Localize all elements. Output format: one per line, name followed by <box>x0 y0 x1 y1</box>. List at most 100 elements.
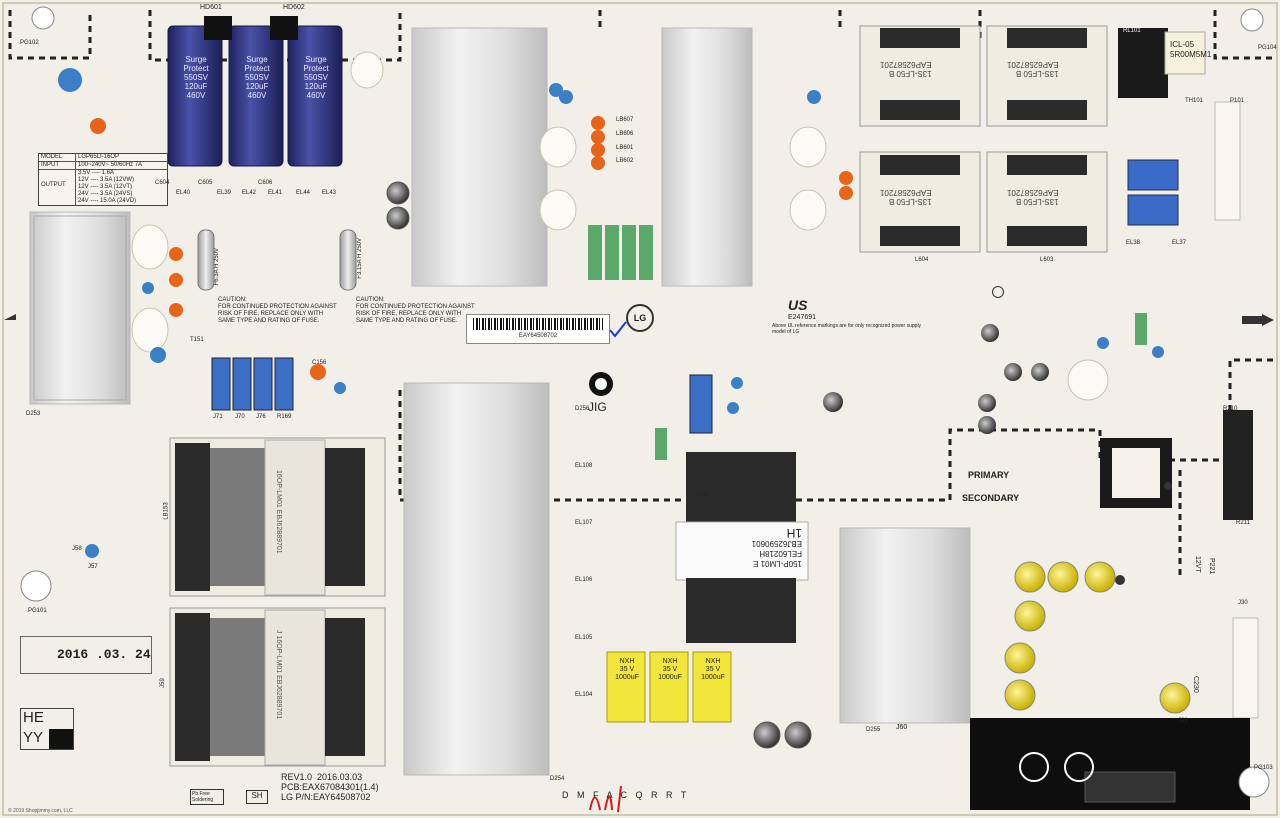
line-filters <box>859 25 1108 253</box>
ref-label: PG103 <box>1254 765 1273 771</box>
ref-label: LB606 <box>616 131 634 137</box>
y-capacitors <box>90 116 853 380</box>
output-line: 12V ---- 3.5A (12VT) <box>78 184 133 190</box>
ref-label: LB601 <box>616 145 634 151</box>
icl-thermistor <box>1164 31 1206 75</box>
x-capacitor <box>1127 194 1179 226</box>
output-label: OUTPUT <box>39 170 76 205</box>
jig-label: JIG <box>588 400 607 414</box>
ul-note: Above UL reference markings are for only… <box>772 323 922 335</box>
ref-label: P221 <box>1208 558 1215 575</box>
main-transformer <box>675 452 809 643</box>
ref-label: P101 <box>1230 98 1245 104</box>
sh-box: SH <box>246 790 268 804</box>
ref-label: PG104 <box>1258 45 1277 51</box>
heatsink <box>403 382 550 776</box>
ref-label: L604 <box>915 257 929 263</box>
barcode-label: EAY64508702 <box>466 314 610 344</box>
ref-label: J71 <box>213 414 223 420</box>
caution-right: CAUTION:FOR CONTINUED PROTECTION AGAINST… <box>356 297 475 324</box>
ref-label: EL39 <box>217 190 232 196</box>
ref-label: J59 <box>159 678 166 688</box>
ref-label: J60 <box>896 724 908 731</box>
lot-codes: D M F A C Q R R T <box>562 790 690 800</box>
x-capacitor <box>1127 159 1179 191</box>
ref-hd601: HD601 <box>200 4 222 11</box>
heatsink <box>411 27 548 287</box>
ref-label: PG101 <box>28 608 47 614</box>
isolation-line <box>1213 10 1275 60</box>
output-line: 24V ---- 15.0A (24VD) <box>78 198 137 204</box>
lg-logo: LG <box>626 304 654 332</box>
output-line: 3.5V ---- 1.6A <box>78 170 115 176</box>
rating-table: MODEL LGP65LI-16OP INPUT 100~240V~ 50/60… <box>38 153 168 206</box>
output-line: 24V ---- 3.5A (24VS) <box>78 191 133 197</box>
ref-label: RL101 <box>1123 28 1141 34</box>
ref-label: C606 <box>258 180 273 186</box>
ref-label: EL40 <box>176 190 191 196</box>
ref-label: J57 <box>88 564 98 570</box>
model-value: LGP65LI-16OP <box>78 154 120 160</box>
pb-free-mark: Pb Free Soldering <box>190 789 224 805</box>
connector-p221 <box>1232 617 1259 719</box>
check-mark <box>609 321 627 338</box>
primary-label: PRIMARY <box>968 470 1010 480</box>
fuse-rating: F3.15A H 250V <box>357 238 363 279</box>
ref-label: J31 <box>1178 718 1188 724</box>
fuse-f651 <box>339 229 357 291</box>
ref-label: TH101 <box>1185 98 1204 104</box>
resistor-array <box>588 225 1147 460</box>
bulk-capacitors <box>167 16 343 167</box>
ref-label: C604 <box>155 180 170 186</box>
transformer-t151 <box>169 437 386 597</box>
ref-label: EL41 <box>268 190 283 196</box>
inductors <box>131 51 1109 401</box>
ref-label: J58 <box>72 546 82 552</box>
ref-label: R211 <box>1236 520 1250 526</box>
ref-label: T151 <box>190 337 204 343</box>
ref-label: R169 <box>277 414 292 420</box>
ref-label: J30 <box>1238 600 1248 606</box>
mounting-holes <box>20 6 1270 798</box>
ref-label: L603 <box>1040 257 1054 263</box>
heatsink <box>661 27 753 287</box>
isolation-line <box>148 10 402 62</box>
cap-label: Surge Protect 550SV 120uF 460V <box>244 55 270 100</box>
heatsink <box>29 211 131 405</box>
trafo-label: 16OP-LM01 EBJ62889701 <box>275 470 282 554</box>
marker-circle-2 <box>992 286 1004 298</box>
input-label: INPUT <box>39 162 76 169</box>
ref-label: C156 <box>312 360 327 366</box>
ul-mark: US <box>788 297 808 313</box>
ref-label: J70 <box>235 414 245 420</box>
ref-label: D256 <box>575 406 590 412</box>
he-yy-box: HE YY <box>20 708 74 750</box>
ref-label: EL37 <box>1172 240 1187 246</box>
connector-p295 <box>1084 771 1176 803</box>
secondary-label: SECONDARY <box>962 493 1020 503</box>
ref-label: EL38 <box>1126 240 1141 246</box>
ref-label: LB153 <box>163 502 170 520</box>
ref-label: LB607 <box>616 117 634 123</box>
trafo-label: J 16OP-LM01 EBJ62889701 <box>275 630 282 720</box>
ref-hd602: HD602 <box>283 4 305 11</box>
output-line: 12V ---- 3.5A (12VW) <box>78 177 135 183</box>
ceramic-capacitors <box>58 68 1164 558</box>
date-box: 2016 .03. 24 <box>20 636 152 674</box>
barcode-bars <box>473 318 603 330</box>
fuse-rating: F6.3A H 250V <box>214 248 220 286</box>
ref-label: J76 <box>256 414 266 420</box>
ref-label: EL106 <box>575 577 593 583</box>
model-label: MODEL <box>39 154 76 161</box>
ref-label: D253 <box>26 411 41 417</box>
film-capacitors <box>211 357 713 434</box>
ref-label: C605 <box>198 180 213 186</box>
